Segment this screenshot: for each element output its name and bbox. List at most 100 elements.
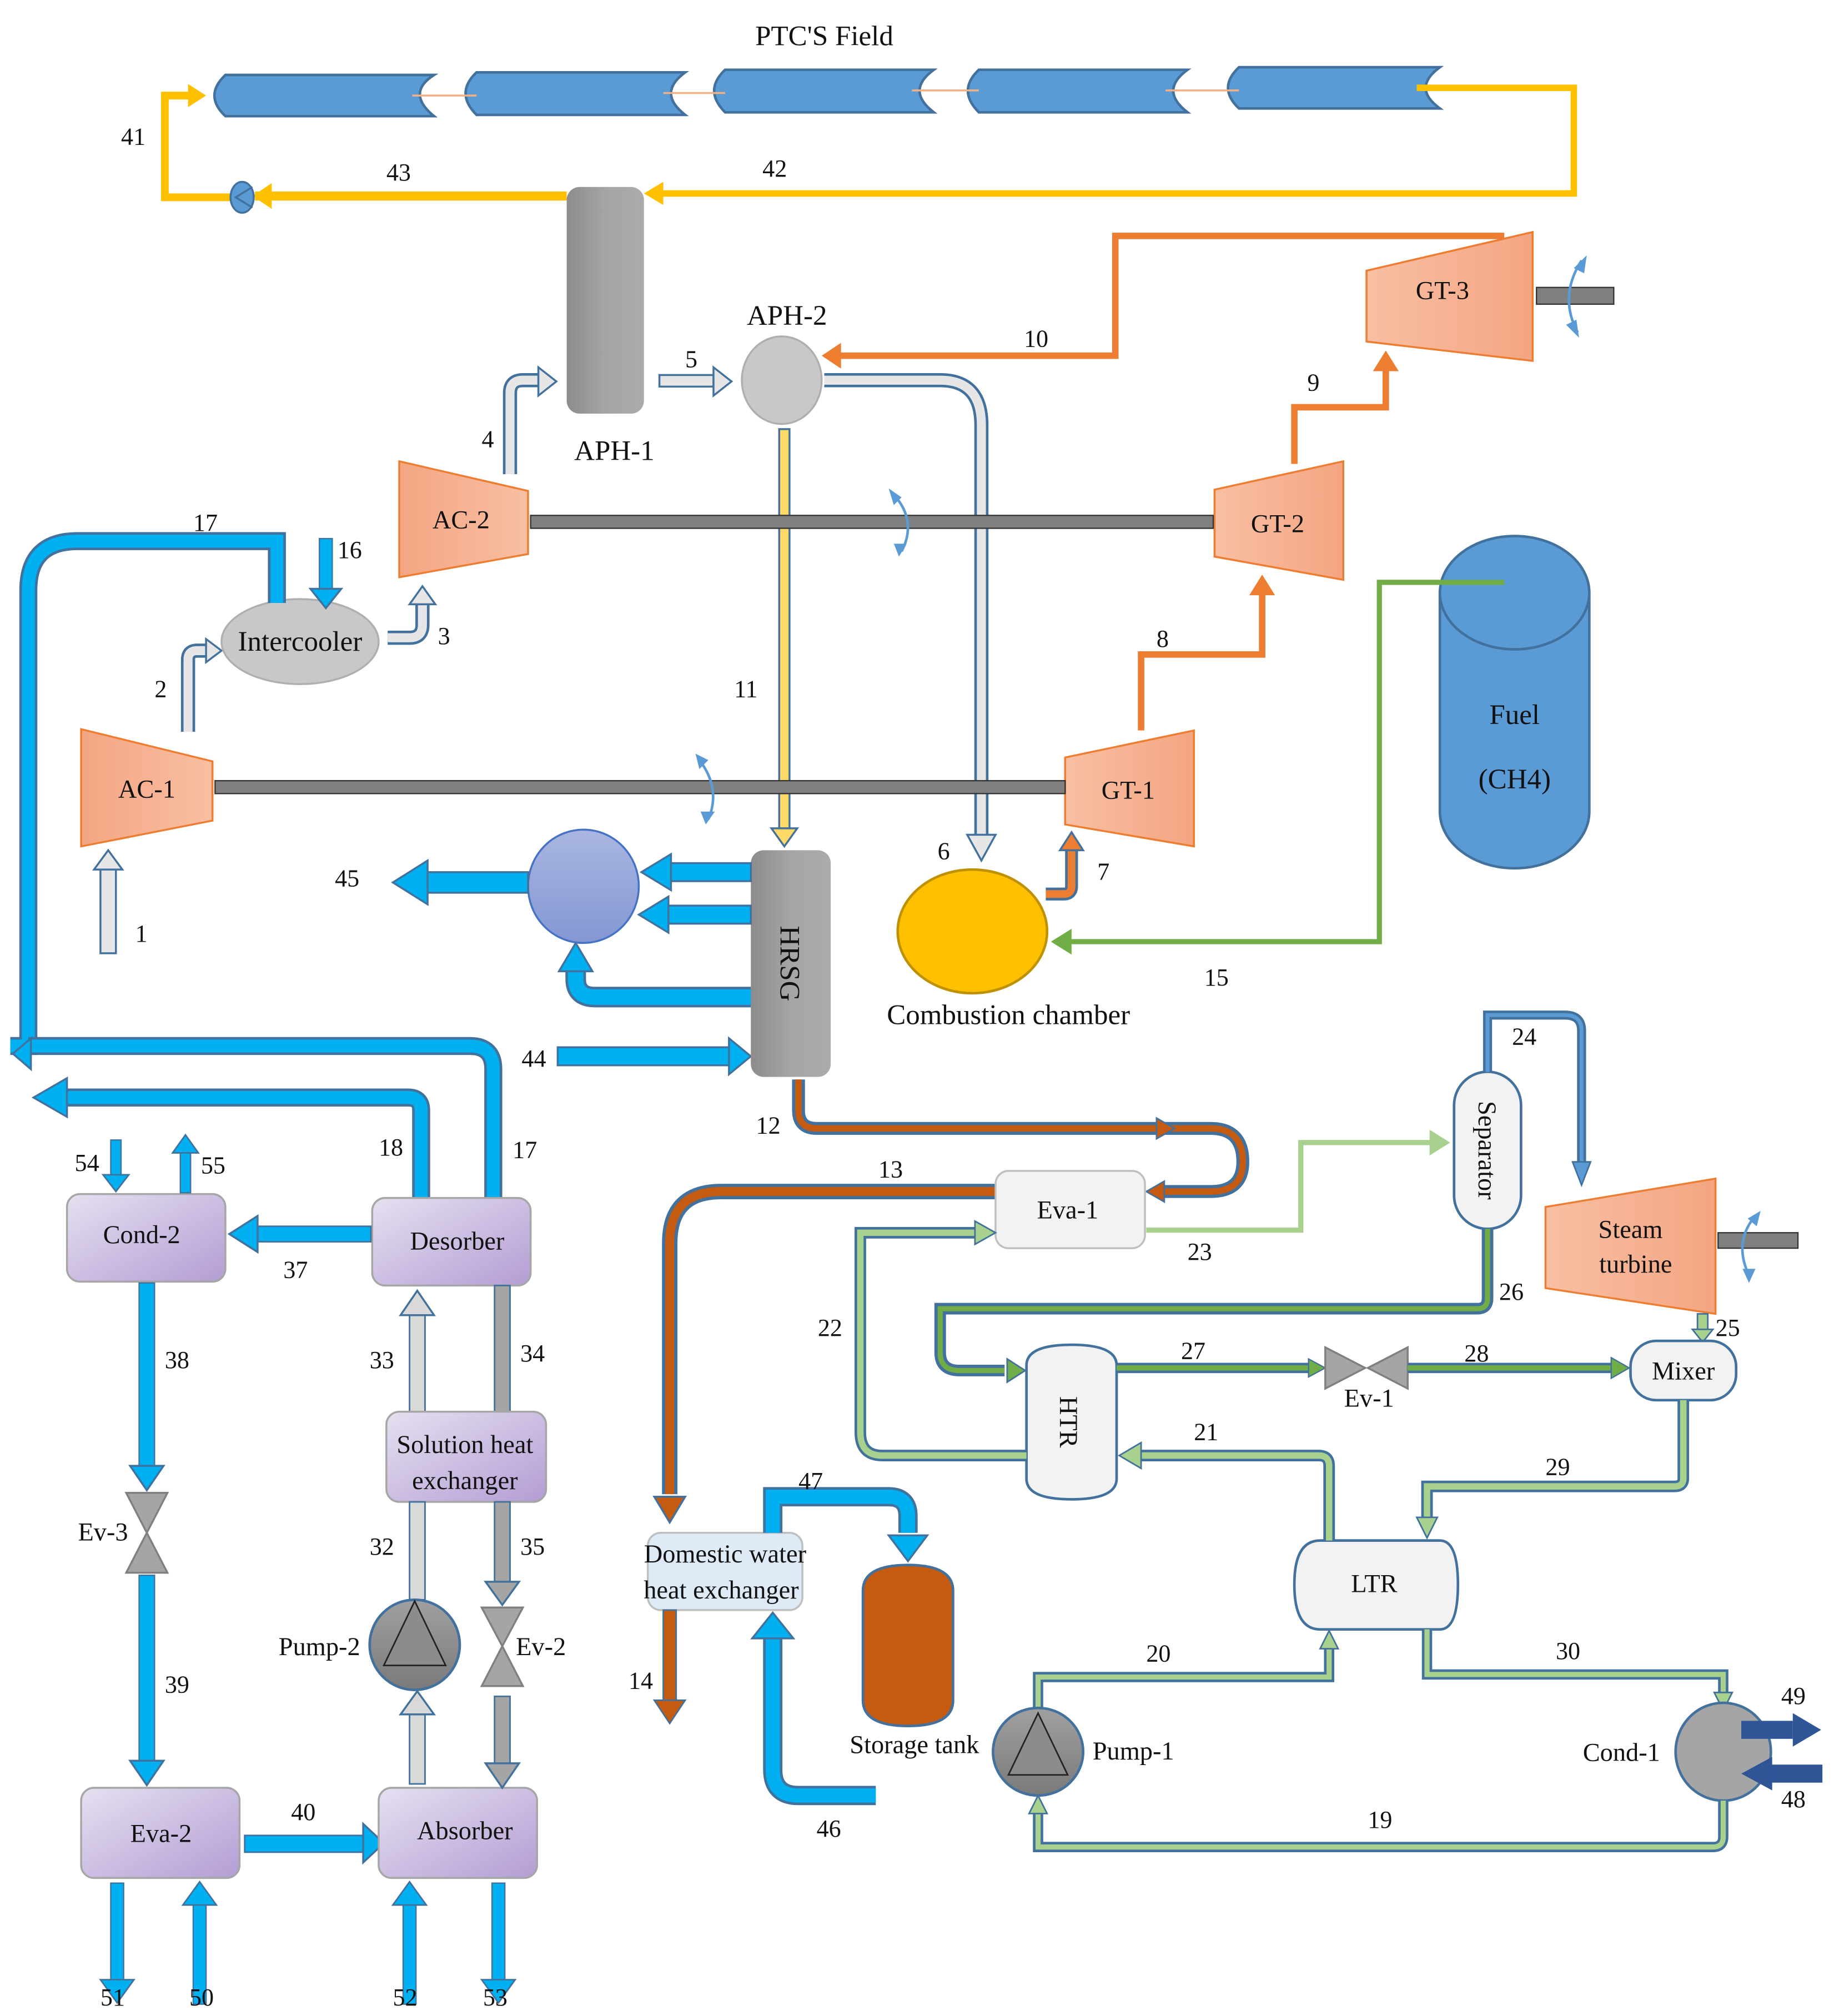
steam-turbine: [1544, 1177, 1717, 1315]
ac2-compressor: [398, 460, 529, 579]
stream-label-39: 39: [165, 1671, 189, 1698]
stream-3-pipe: [388, 603, 427, 642]
stream-29-pipe: [1424, 1400, 1687, 1520]
eva1-evaporator: [994, 1170, 1146, 1249]
shaft-lower: [214, 780, 1066, 795]
stream-label-26: 26: [1499, 1278, 1524, 1305]
intercooler: [220, 598, 380, 685]
ptc-collector-2: [464, 71, 690, 117]
ac1-label: AC-1: [118, 775, 175, 803]
pump1-icon: [992, 1706, 1085, 1797]
stream-label-18: 18: [379, 1134, 403, 1161]
stream-49-arrow: [1792, 1713, 1821, 1747]
domestic-water-hx-label: Domestic water: [644, 1540, 807, 1568]
steam-turbine-label-2: turbine: [1599, 1250, 1672, 1279]
pump2-label: Pump-2: [279, 1633, 360, 1661]
stream-6-pipe: [824, 373, 989, 838]
aph2-label: APH-2: [747, 300, 827, 331]
stream-label-19: 19: [1368, 1806, 1392, 1833]
stream-label-3: 3: [438, 622, 450, 650]
stream-23-pipe: [1146, 1140, 1433, 1233]
eva2-evaporator: [80, 1787, 241, 1879]
stream-label-38: 38: [165, 1346, 189, 1374]
ptc-collector-4: [966, 68, 1192, 114]
stream-20-pipe: [1035, 1646, 1332, 1711]
gt1-turbine: [1064, 729, 1195, 848]
stream-label-5: 5: [685, 346, 697, 373]
desorber-label: Desorber: [410, 1227, 505, 1255]
htr-label: HTR: [1054, 1396, 1082, 1448]
stream-label-7: 7: [1097, 858, 1109, 886]
stream-label-47: 47: [798, 1467, 823, 1495]
stream-label-16: 16: [338, 536, 362, 564]
mixer-label: Mixer: [1652, 1358, 1715, 1386]
stream-18-pipe: [64, 1091, 428, 1198]
combustion-chamber-label: Combustion chamber: [887, 999, 1130, 1030]
stream-11-pipe: [778, 428, 791, 829]
stream-label-4: 4: [482, 425, 494, 453]
stream-7-pipe: [1046, 850, 1076, 898]
solar-oil-loop: [160, 84, 1577, 202]
pump2-icon: [368, 1598, 461, 1692]
stream-label-33: 33: [370, 1346, 394, 1374]
ptc-field-title: PTC'S Field: [755, 21, 893, 52]
stream-12-pipe: [795, 1079, 1247, 1195]
ev2-label: Ev-2: [516, 1633, 566, 1661]
desorber: [371, 1196, 532, 1287]
arrow-42: [644, 182, 664, 205]
domestic-water-heat-exchanger: [646, 1531, 803, 1611]
aph1-heat-exchanger: [566, 187, 644, 414]
stream-2-pipe: [183, 646, 209, 732]
ev2-expansion-valve: [480, 1606, 525, 1687]
stream-48-arrow: [1741, 1757, 1772, 1791]
stream-9-pipe: [1291, 366, 1389, 464]
stream-label-34: 34: [520, 1340, 545, 1367]
stream-label-2: 2: [154, 675, 167, 702]
intercooler-label: Intercooler: [238, 626, 363, 657]
stream-label-6: 6: [938, 838, 950, 865]
arrow-43: [252, 183, 272, 209]
stream-label-17-top: 17: [193, 509, 218, 536]
stream-label-46: 46: [817, 1815, 841, 1842]
stream-label-21: 21: [1194, 1419, 1218, 1446]
aph2-heat-exchanger: [741, 335, 823, 425]
steam-turbine-rotation-icon: [1741, 1216, 1756, 1276]
stream-label-41: 41: [121, 123, 145, 150]
ltr-label: LTR: [1351, 1570, 1397, 1598]
stream-label-53: 53: [483, 1984, 508, 2011]
stream-label-22: 22: [818, 1314, 842, 1341]
aph1-label: APH-1: [574, 436, 655, 467]
stream-15-pipe: [1069, 580, 1505, 944]
separator-label: Separator: [1473, 1101, 1501, 1200]
gt2-label: GT-2: [1251, 510, 1304, 538]
stream-30-pipe: [1424, 1629, 1726, 1695]
hrsg-drum-pipes: [557, 852, 752, 1008]
stream-label-20: 20: [1146, 1640, 1170, 1667]
stream-label-15: 15: [1204, 964, 1229, 991]
hrsg: [751, 850, 831, 1077]
stream-4-pipe: [503, 373, 541, 475]
stream-label-14: 14: [629, 1667, 653, 1694]
stream-21-pipe: [1139, 1452, 1333, 1541]
gt2-turbine: [1213, 460, 1345, 581]
arrow-41: [188, 84, 207, 107]
absorber: [378, 1787, 538, 1879]
stream-label-1: 1: [135, 920, 148, 947]
stream-46-pipe: [765, 1636, 876, 1803]
stream-22-pipe: [857, 1229, 1027, 1459]
stream-label-11: 11: [734, 675, 757, 702]
stream-label-24: 24: [1512, 1023, 1536, 1050]
stream-10-pipe: [837, 233, 1505, 359]
stream-47-pipe: [765, 1490, 916, 1533]
steam-turbine-shaft: [1717, 1232, 1799, 1249]
stream-26-pipe: [937, 1229, 1490, 1374]
stream-label-50: 50: [189, 1984, 214, 2011]
ptc-collector-row: [213, 66, 1444, 118]
stream-label-40: 40: [291, 1798, 315, 1826]
solution-hx-label-2: exchanger: [412, 1467, 518, 1495]
stream-label-37: 37: [283, 1256, 308, 1283]
stream-label-52: 52: [393, 1984, 417, 2011]
solution-hx-label: Solution heat: [396, 1431, 533, 1459]
stream-label-30: 30: [1556, 1637, 1580, 1665]
ptc-collector-1: [213, 73, 439, 118]
